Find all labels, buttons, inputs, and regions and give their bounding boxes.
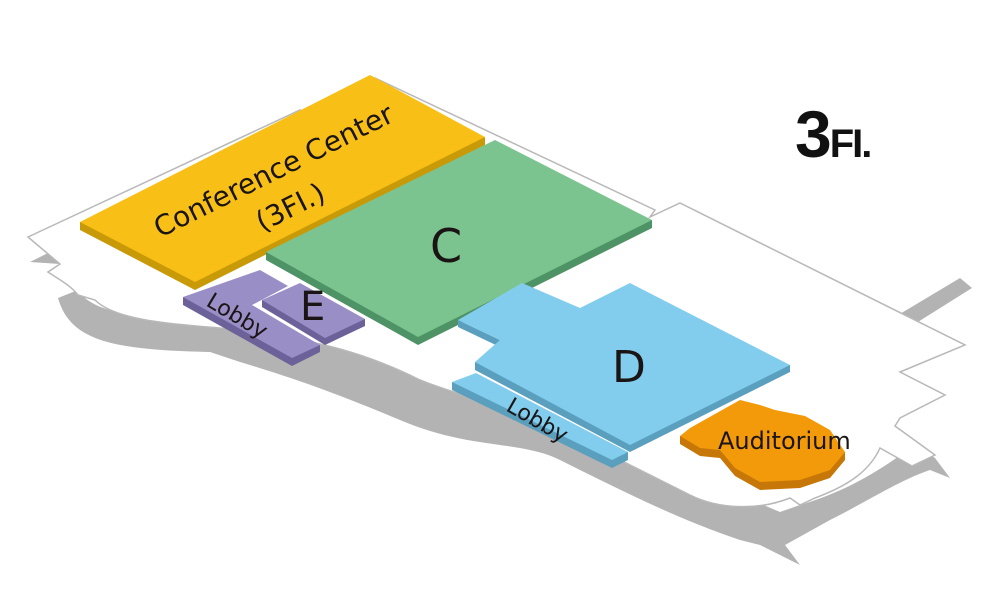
zone-hall-c[interactable]: C [266,140,652,345]
hall-d-label: D [612,342,646,393]
zone-hall-e[interactable]: E [262,283,365,345]
hall-c-label: C [430,219,462,273]
zone-hall-d[interactable]: D [458,283,790,452]
floor-indicator: 3FI. [795,96,873,172]
auditorium-label: Auditorium [718,427,851,455]
floor-suffix: FI. [829,122,873,166]
zone-auditorium[interactable]: Auditorium [680,400,851,490]
floor-number: 3 [795,97,832,171]
hall-e-label: E [300,284,325,330]
